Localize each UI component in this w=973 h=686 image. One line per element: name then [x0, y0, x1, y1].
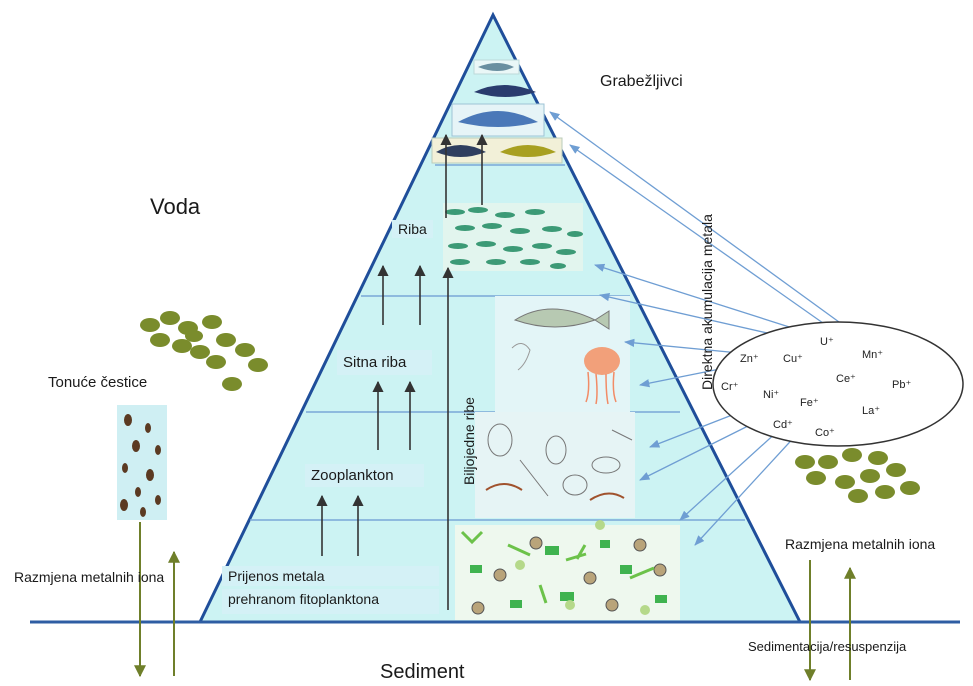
label-sediment: Sediment	[380, 661, 465, 683]
label-small-fish: Sitna riba	[337, 350, 433, 375]
ion-u: U⁺	[820, 336, 834, 348]
ion-pb: Pb⁺	[892, 379, 912, 391]
ion-ni: Ni⁺	[763, 389, 780, 401]
ion-mn: Mn⁺	[862, 349, 884, 361]
label-herbivorous-fish: Biljojedne ribe	[461, 397, 477, 485]
particle-cluster-left	[140, 311, 268, 391]
direct-accumulation-arrows	[549, 111, 851, 546]
label-transfer-line1: Prijenos metala	[222, 566, 439, 586]
label-sedimentation: Sedimentacija/resuspenzija	[748, 639, 907, 654]
label-exchange-left: Razmjena metalnih iona	[14, 569, 165, 585]
label-exchange-right: Razmjena metalnih iona	[785, 536, 936, 552]
exchange-arrows-left	[134, 522, 180, 678]
ion-cd: Cd⁺	[773, 419, 793, 431]
ion-ce: Ce⁺	[836, 373, 856, 385]
phytoplankton-image	[455, 520, 680, 620]
label-predators: Grabežljivci	[600, 73, 683, 90]
fish-school-image	[443, 203, 583, 271]
ion-fe: Fe⁺	[800, 397, 819, 409]
metal-ion-pool	[712, 321, 964, 447]
particle-cluster-right	[795, 448, 920, 503]
ion-cr: Cr⁺	[721, 381, 739, 393]
exchange-arrows-right	[804, 560, 856, 682]
label-transfer-line2: prehranom fitoplanktona	[222, 589, 439, 614]
label-water: Voda	[150, 194, 201, 219]
zooplankton-image	[475, 412, 635, 518]
ion-zn: Zn⁺	[740, 353, 759, 365]
label-sinking-particles: Tonuće čestice	[48, 374, 148, 391]
label-direct-accumulation: Direktna akumulacija metala	[699, 214, 715, 390]
predator-fish-images	[431, 59, 563, 164]
small-fish-image	[495, 296, 630, 412]
food-chain-arrows	[316, 133, 488, 610]
ion-cu: Cu⁺	[783, 353, 803, 365]
ion-la: La⁺	[862, 405, 881, 417]
ion-co: Co⁺	[815, 427, 835, 439]
label-fish: Riba	[392, 220, 433, 238]
label-zooplankton: Zooplankton	[305, 464, 424, 487]
sinking-particles-column	[117, 405, 167, 520]
